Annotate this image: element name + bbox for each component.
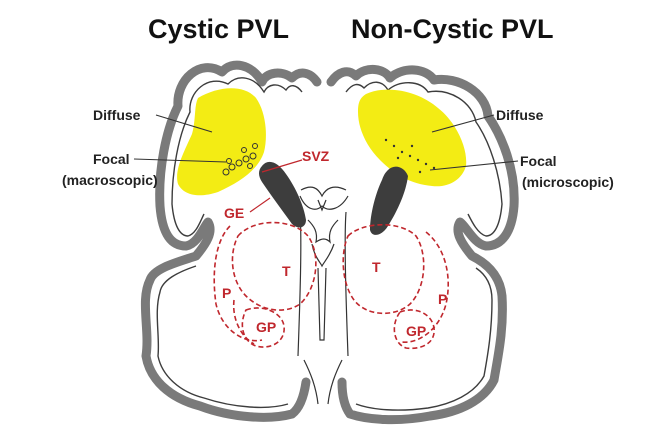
leader-ge <box>250 198 270 212</box>
label-globus-pallidus-right: GP <box>406 323 426 339</box>
label-focal-right: Focal <box>520 153 557 169</box>
putamen-left-inner <box>234 300 254 344</box>
label-focal-left-sub: (macroscopic) <box>62 172 158 188</box>
label-focal-right-sub: (microscopic) <box>522 174 614 190</box>
label-svz: SVZ <box>302 148 330 164</box>
title-non-cystic-pvl: Non-Cystic PVL <box>351 14 554 44</box>
label-ge: GE <box>224 205 244 221</box>
diffuse-lesion-right <box>358 90 466 187</box>
label-diffuse-right: Diffuse <box>496 107 544 123</box>
ventricle-left <box>259 162 306 228</box>
label-thalamus-right: T <box>372 259 381 275</box>
label-putamen-left: P <box>222 285 231 301</box>
label-focal-left: Focal <box>93 151 130 167</box>
thalamus-right-outline <box>343 225 424 314</box>
label-diffuse-left: Diffuse <box>93 107 141 123</box>
thalamus-left-outline <box>232 223 315 311</box>
label-putamen-right: P <box>438 291 447 307</box>
label-globus-pallidus-left: GP <box>256 319 276 335</box>
title-cystic-pvl: Cystic PVL <box>148 14 289 44</box>
label-thalamus-left: T <box>282 263 291 279</box>
